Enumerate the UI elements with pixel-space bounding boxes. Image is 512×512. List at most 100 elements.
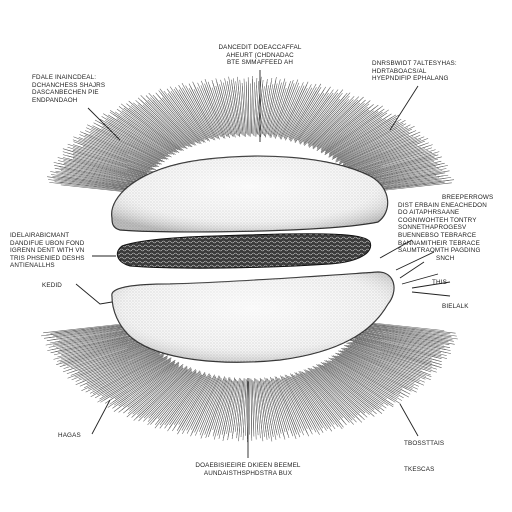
bristle-strand: [103, 122, 169, 160]
bristle-strand: [355, 333, 441, 354]
bristle-strand: [77, 148, 151, 173]
label-middle-left: IDELAIRABICMANT DANDIFUE UBON FOND IGREN…: [10, 232, 85, 270]
bristle-strand: [237, 76, 244, 136]
bristle-strand: [57, 336, 149, 362]
bristle-strand: [307, 101, 347, 144]
bristle-strand: [349, 149, 436, 176]
bristle-strand: [301, 374, 342, 425]
bristle-strand: [218, 381, 234, 439]
bristle-strand: [63, 341, 150, 369]
bristle-strand: [209, 379, 228, 434]
bristle-strand: [339, 350, 419, 387]
bristle-strand: [335, 123, 407, 161]
bristle-strand: [239, 79, 245, 137]
bristle-strand: [91, 128, 161, 162]
bristle-strand: [305, 369, 350, 418]
bristle-strand: [359, 329, 440, 345]
bristle-strand: [284, 374, 317, 433]
bristle-strand: [332, 114, 400, 156]
bristle-strand: [349, 142, 421, 170]
bristle-strand: [334, 358, 404, 399]
bristle-strand: [161, 97, 201, 144]
bristle-strand: [234, 379, 242, 432]
bristle-strand: [86, 127, 159, 163]
bristle-strand: [360, 332, 446, 350]
bristle-strand: [126, 363, 184, 411]
bristle-strand: [195, 376, 221, 430]
bristle-strand: [131, 366, 188, 418]
bristle-strand: [316, 100, 371, 148]
bristle-strand: [235, 81, 243, 135]
bristle-strand: [323, 365, 385, 412]
bristle-strand: [264, 86, 277, 138]
bristle-strand: [283, 376, 312, 432]
bristle-strand: [251, 379, 255, 434]
label-line: BANNAMITHEIR TEBRACE: [398, 239, 480, 247]
bristle-strand: [55, 332, 144, 352]
label-line: ANTIENALLHS: [10, 262, 55, 270]
bristle-strand: [316, 366, 375, 417]
bristle-strand: [77, 151, 148, 174]
bristle-strand: [190, 378, 217, 430]
bristle-strand: [114, 111, 174, 153]
bristle-strand: [274, 379, 297, 439]
bristle-strand: [283, 87, 308, 137]
bristle-strand: [254, 381, 259, 433]
bristle-strand: [278, 89, 299, 137]
bristle-strand: [312, 365, 363, 411]
label-line: SONNETHAPROGESV: [398, 224, 467, 232]
bristle-strand: [200, 376, 225, 439]
bristle-strand: [157, 373, 198, 423]
bristle-strand: [163, 90, 203, 142]
bristle-strand: [321, 364, 377, 408]
bristle-strand: [357, 324, 458, 340]
bristle-strand: [175, 91, 209, 141]
bristle-strand: [64, 168, 145, 185]
bristle-strand: [113, 114, 175, 155]
bristle-strand: [331, 360, 401, 404]
bristle-strand: [67, 158, 147, 179]
bristle-strand: [324, 114, 380, 153]
bristle-strand: [82, 146, 150, 171]
bristle-strand: [79, 134, 158, 168]
bristle-strand: [220, 87, 233, 137]
bristle-strand: [329, 118, 382, 153]
bristle-strand: [308, 102, 351, 146]
bristle-strand: [339, 128, 413, 164]
bristle-strand: [147, 370, 197, 426]
bristle-strand: [160, 93, 199, 141]
bristle-strand: [242, 379, 247, 441]
bristle-strand: [251, 79, 253, 134]
bristle-strand: [86, 350, 158, 382]
bristle-strand: [242, 86, 246, 134]
bristle-strand: [79, 349, 159, 384]
bristle-strand: [263, 380, 277, 440]
bristle-strand: [309, 370, 355, 418]
bristle-strand: [331, 355, 401, 395]
bristle-strand: [320, 107, 376, 150]
bristle-strand: [236, 380, 243, 436]
bristle-strand: [320, 361, 379, 405]
bristle-strand: [337, 352, 417, 393]
bristle-strand: [89, 354, 165, 394]
bristle-strand: [353, 336, 437, 358]
bristle-strand: [340, 127, 408, 162]
label-line: DCHANCHESS SHAJRS: [32, 81, 106, 89]
bristle-strand: [330, 357, 403, 401]
bristle-strand: [338, 350, 414, 386]
bristle-strand: [279, 378, 304, 436]
bristle-strand: [114, 362, 171, 400]
bristle-strand: [349, 342, 428, 368]
bristle-strand: [347, 146, 422, 173]
bristle-strand: [303, 95, 350, 146]
bristle-strand: [265, 378, 281, 439]
bristle-strand: [155, 97, 196, 143]
bristle-strand: [317, 103, 370, 149]
bristle-strand: [318, 367, 373, 413]
bristle-strand: [185, 85, 216, 141]
bristle-strand: [169, 373, 206, 425]
bristle-strand: [223, 378, 236, 438]
bristle-strand: [58, 163, 144, 183]
bristle-strand: [342, 347, 425, 383]
bristle-strand: [110, 110, 172, 153]
